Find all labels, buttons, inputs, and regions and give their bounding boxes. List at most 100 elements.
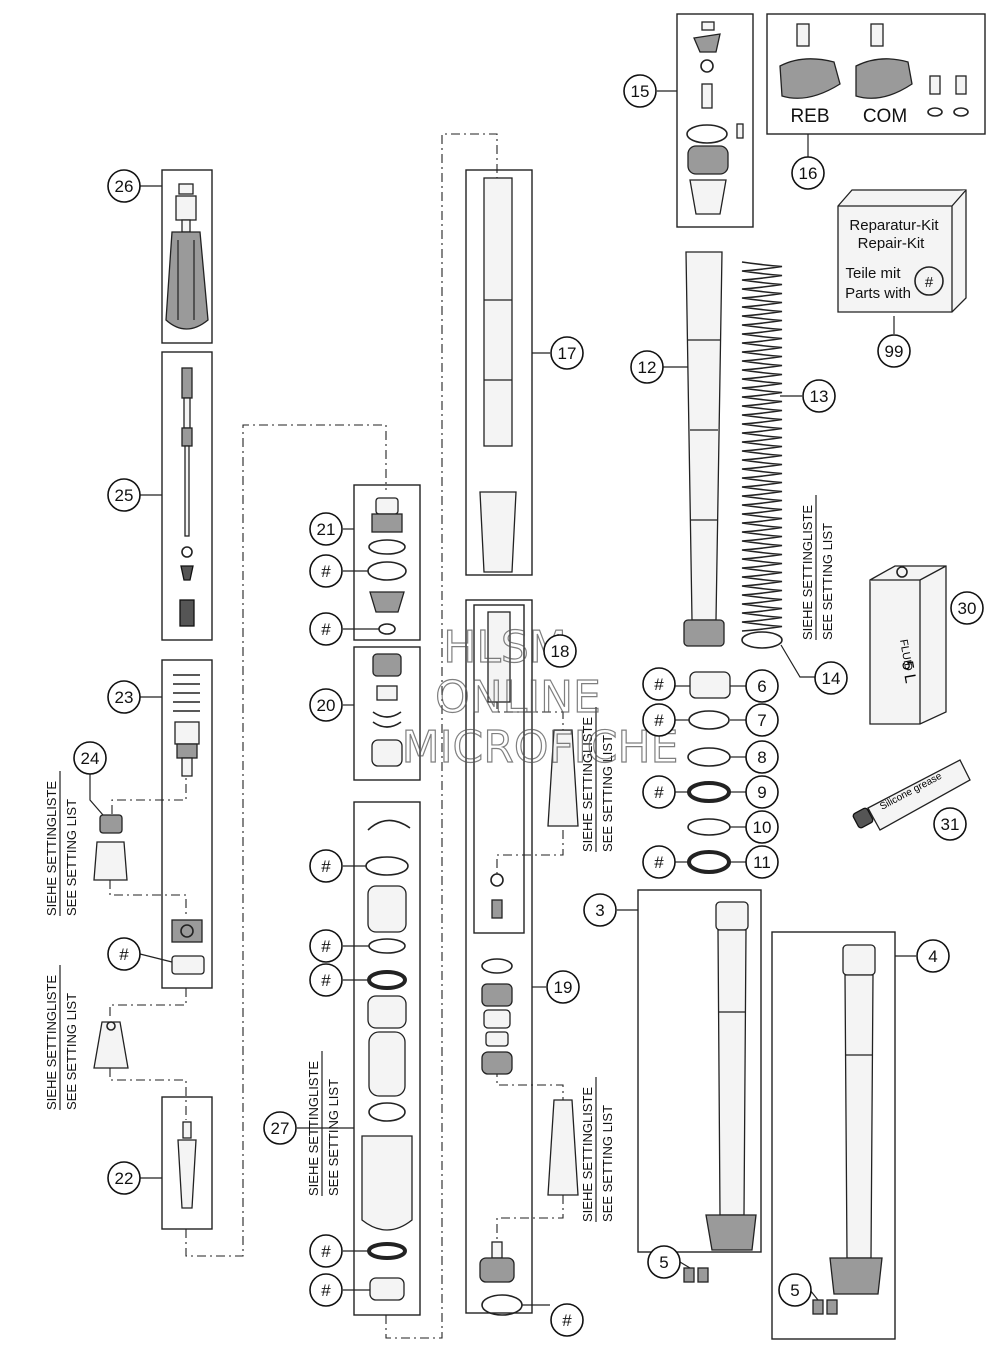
repair-kit-line4: Parts with: [845, 285, 911, 302]
setting-label-left-lower: SIEHE SETTINGLISTE SEE SETTING LIST: [44, 965, 79, 1110]
callout-hash-27d: #: [309, 1234, 343, 1268]
callout-5-left: 5: [647, 1245, 681, 1279]
callout-27: 27: [263, 1111, 297, 1145]
repair-kit-box: Reparatur-Kit Repair-Kit Teile mit Parts…: [837, 189, 967, 313]
setting-label-en: SEE SETTING LIST: [600, 1105, 615, 1222]
setting-label-de: SIEHE SETTINGLISTE: [44, 781, 59, 916]
frame-part-21: [353, 484, 421, 641]
svg-text:31: 31: [941, 815, 960, 834]
svg-text:11: 11: [753, 853, 771, 872]
callout-23: 23: [107, 680, 141, 714]
svg-text:22: 22: [115, 1169, 134, 1188]
svg-text:7: 7: [757, 711, 766, 730]
svg-text:21: 21: [317, 520, 336, 539]
callout-20: 20: [309, 688, 343, 722]
leader-lines: [89, 90, 916, 1306]
connector-spring-19: [496, 1195, 564, 1240]
connector-spring-18: [496, 830, 564, 875]
callout-hash-9: #: [642, 775, 676, 809]
svg-text:5: 5: [790, 1281, 799, 1300]
part-21-drawing: [367, 497, 407, 635]
frame-part-17: [465, 169, 533, 576]
frame-part-15: [676, 13, 754, 228]
part-19-drawing: [479, 958, 579, 1316]
callout-4: 4: [916, 939, 950, 973]
svg-text:5: 5: [659, 1253, 668, 1272]
callout-99: 99: [877, 334, 911, 368]
callout-hash-23: #: [107, 937, 141, 971]
svg-text:99: 99: [885, 342, 904, 361]
callout-13: 13: [802, 379, 836, 413]
callout-9: 9: [745, 775, 779, 809]
frame-part-3: [637, 889, 762, 1253]
connector-27-17: [385, 133, 498, 1339]
repair-kit-symbol: #: [925, 274, 934, 291]
svg-text:#: #: [321, 620, 331, 639]
svg-text:23: 23: [115, 688, 134, 707]
frame-part-22: [161, 1096, 213, 1230]
callout-10: 10: [745, 810, 779, 844]
svg-text:#: #: [119, 945, 129, 964]
fluid-volume-label: 5 L: [898, 660, 919, 685]
callout-5-right: 5: [778, 1273, 812, 1307]
part-3-drawing: [683, 901, 757, 1283]
fluid-label: FLUID: [897, 638, 914, 671]
callout-hash-27c: #: [309, 963, 343, 997]
frame-part-27: [353, 801, 421, 1316]
part-30-drawing: [869, 565, 947, 725]
setting-label-de: SIEHE SETTINGLISTE: [580, 717, 595, 852]
part-13-drawing: [741, 261, 783, 632]
callout-hash-21a: #: [309, 554, 343, 588]
svg-text:6: 6: [757, 677, 766, 696]
callout-26: 26: [107, 169, 141, 203]
frame-part-18: [473, 604, 525, 934]
callout-7: 7: [745, 703, 779, 737]
setting-label-de: SIEHE SETTINGLISTE: [306, 1061, 321, 1196]
callout-21: 21: [309, 512, 343, 546]
svg-text:19: 19: [554, 978, 573, 997]
watermark: HLSM ONLINE MICROFICHE: [401, 621, 679, 773]
setting-label-de: SIEHE SETTINGLISTE: [580, 1087, 595, 1222]
callout-12: 12: [630, 350, 664, 384]
svg-text:#: #: [321, 1281, 331, 1300]
setting-label-left-upper: SIEHE SETTINGLISTE SEE SETTING LIST: [44, 771, 79, 916]
part-17-drawing: [479, 177, 517, 573]
frame-part-19: [465, 599, 533, 1314]
repair-kit-line2: Repair-Kit: [858, 235, 926, 252]
svg-text:#: #: [321, 857, 331, 876]
svg-text:#: #: [321, 562, 331, 581]
callout-hash-6: #: [642, 667, 676, 701]
callout-3: 3: [583, 893, 617, 927]
svg-text:24: 24: [81, 749, 100, 768]
frame-part-4: [771, 931, 896, 1340]
svg-text:30: 30: [958, 599, 977, 618]
watermark-line3: MICROFICHE: [402, 722, 679, 773]
svg-text:12: 12: [638, 358, 657, 377]
callout-24: 24: [73, 741, 107, 775]
callout-15: 15: [623, 74, 657, 108]
svg-text:13: 13: [810, 387, 829, 406]
svg-text:26: 26: [115, 177, 134, 196]
parts-6-11-drawing: [687, 671, 731, 874]
part-14-drawing: [741, 631, 783, 649]
svg-text:#: #: [654, 853, 664, 872]
svg-text:10: 10: [753, 818, 772, 837]
connector-22-21: [185, 424, 387, 1257]
part-12-drawing: [683, 251, 725, 647]
svg-text:4: 4: [928, 947, 937, 966]
svg-text:3: 3: [595, 901, 604, 920]
connector-23-22: [109, 988, 187, 1020]
part-27-drawing: [361, 819, 413, 1301]
part-16-drawing: [779, 23, 969, 117]
connector-19-spring: [496, 1068, 564, 1100]
connector-spring-22: [109, 1068, 187, 1120]
callout-31: 31: [933, 807, 967, 841]
part-31-drawing: [852, 759, 971, 831]
part-15-drawing: [686, 21, 744, 215]
reb-label: REB: [790, 106, 829, 127]
frame-part-20: [353, 646, 421, 781]
svg-text:20: 20: [317, 696, 336, 715]
callout-hash-11: #: [642, 845, 676, 879]
part-26-drawing: [165, 183, 209, 330]
svg-text:#: #: [562, 1311, 572, 1330]
